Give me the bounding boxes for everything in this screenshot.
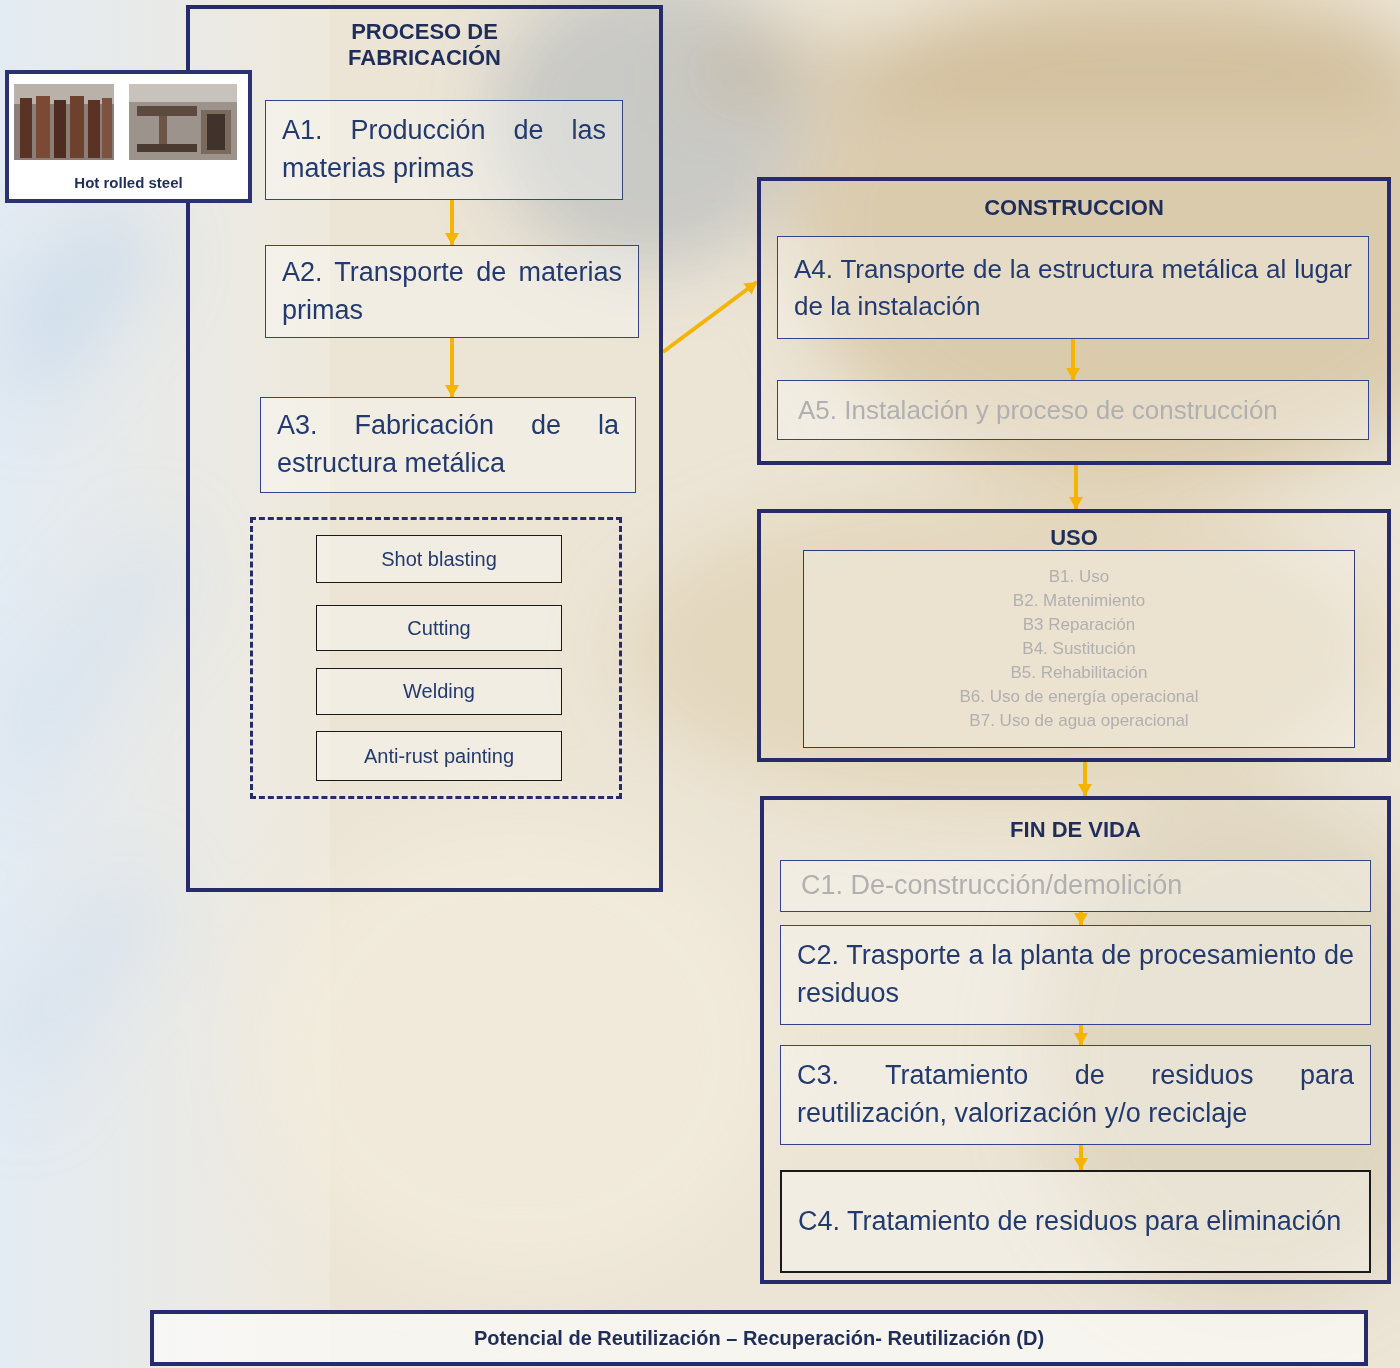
box-label: Hot rolled steel [15,174,242,191]
operation-box: Cutting [316,605,562,651]
stage-box: C1. De-construcción/demolición [780,860,1371,912]
box-label: B7. Uso de agua operacional [814,709,1344,733]
flow-arrow [450,338,454,397]
box-label: Anti-rust painting [325,744,553,769]
stage-box: A3. Fabricación de la estructura metálic… [260,397,636,493]
box-label: A5. Instalación y proceso de construcció… [798,392,1348,428]
operation-box: Shot blasting [316,535,562,583]
box-label: A2. Transporte de materias primas [282,254,622,330]
operation-box: Welding [316,668,562,715]
box-label: B4. Sustitución [814,637,1344,661]
phase-heading: FIN DE VIDA [764,817,1387,843]
stage-box: A2. Transporte de materias primas [265,245,639,338]
flow-arrow [1074,465,1078,509]
stage-box: A1. Producción de las materias primas [265,100,623,200]
box-label: B6. Uso de energía operacional [814,685,1344,709]
box-label: Welding [325,679,553,704]
box-label: Shot blasting [325,547,553,572]
box-label: C1. De-construcción/demolición [801,867,1350,905]
box-label: B1. Uso [814,565,1344,589]
module-band: Potencial de Reutilización – Recuperació… [150,1310,1368,1366]
stage-box: A5. Instalación y proceso de construcció… [777,380,1369,440]
box-label: C3. Tratamiento de residuos para reutili… [797,1057,1354,1133]
flow-arrow [450,200,454,245]
stage-box: C2. Trasporte a la planta de procesamien… [780,925,1371,1025]
phase-group: PROCESO DE FABRICACIÓN A1. Producción de … [186,5,663,892]
operation-box: Anti-rust painting [316,731,562,781]
flow-arrow [1083,762,1087,796]
box-label: A4. Transporte de la estructura metálica… [794,251,1352,324]
box-label: Potencial de Reutilización – Recuperació… [166,1327,1352,1350]
stage-box: A4. Transporte de la estructura metálica… [777,236,1369,339]
phase-heading: CONSTRUCCION [761,195,1387,221]
phase-heading: USO [761,525,1387,551]
stage-list-box: B1. UsoB2. MatenimientoB3 ReparaciónB4. … [803,550,1355,748]
stage-box: C4. Tratamiento de residuos para elimina… [780,1170,1371,1273]
steel-plates-photo [14,84,114,160]
box-label: B3 Reparación [814,613,1344,637]
phase-group: FIN DE VIDA C1. De-construcción/demolició… [760,796,1391,1284]
material-box: Hot rolled steel [5,70,252,203]
phase-group: CONSTRUCCION A4. Transporte de la estruct… [757,177,1391,465]
box-label: A3. Fabricación de la estructura metálic… [277,407,619,483]
stage-box: C3. Tratamiento de residuos para reutili… [780,1045,1371,1145]
flow-arrow [1079,912,1083,925]
flow-arrow [1079,1025,1083,1045]
flow-arrow [1079,1145,1083,1170]
steel-beams-photo [129,84,237,160]
box-label: B5. Rehabilitación [814,661,1344,685]
box-label: A1. Producción de las materias primas [282,112,606,188]
box-label: C2. Trasporte a la planta de procesamien… [797,937,1354,1013]
phase-heading: PROCESO DE FABRICACIÓN [310,19,540,72]
box-label: C4. Tratamiento de residuos para elimina… [798,1203,1353,1241]
box-label: B2. Matenimiento [814,589,1344,613]
box-label: Cutting [325,616,553,641]
steel-photos [14,84,244,164]
phase-group: USOB1. UsoB2. MatenimientoB3 ReparaciónB… [757,509,1391,762]
flow-arrow [663,282,757,352]
flow-arrow [1071,339,1075,380]
